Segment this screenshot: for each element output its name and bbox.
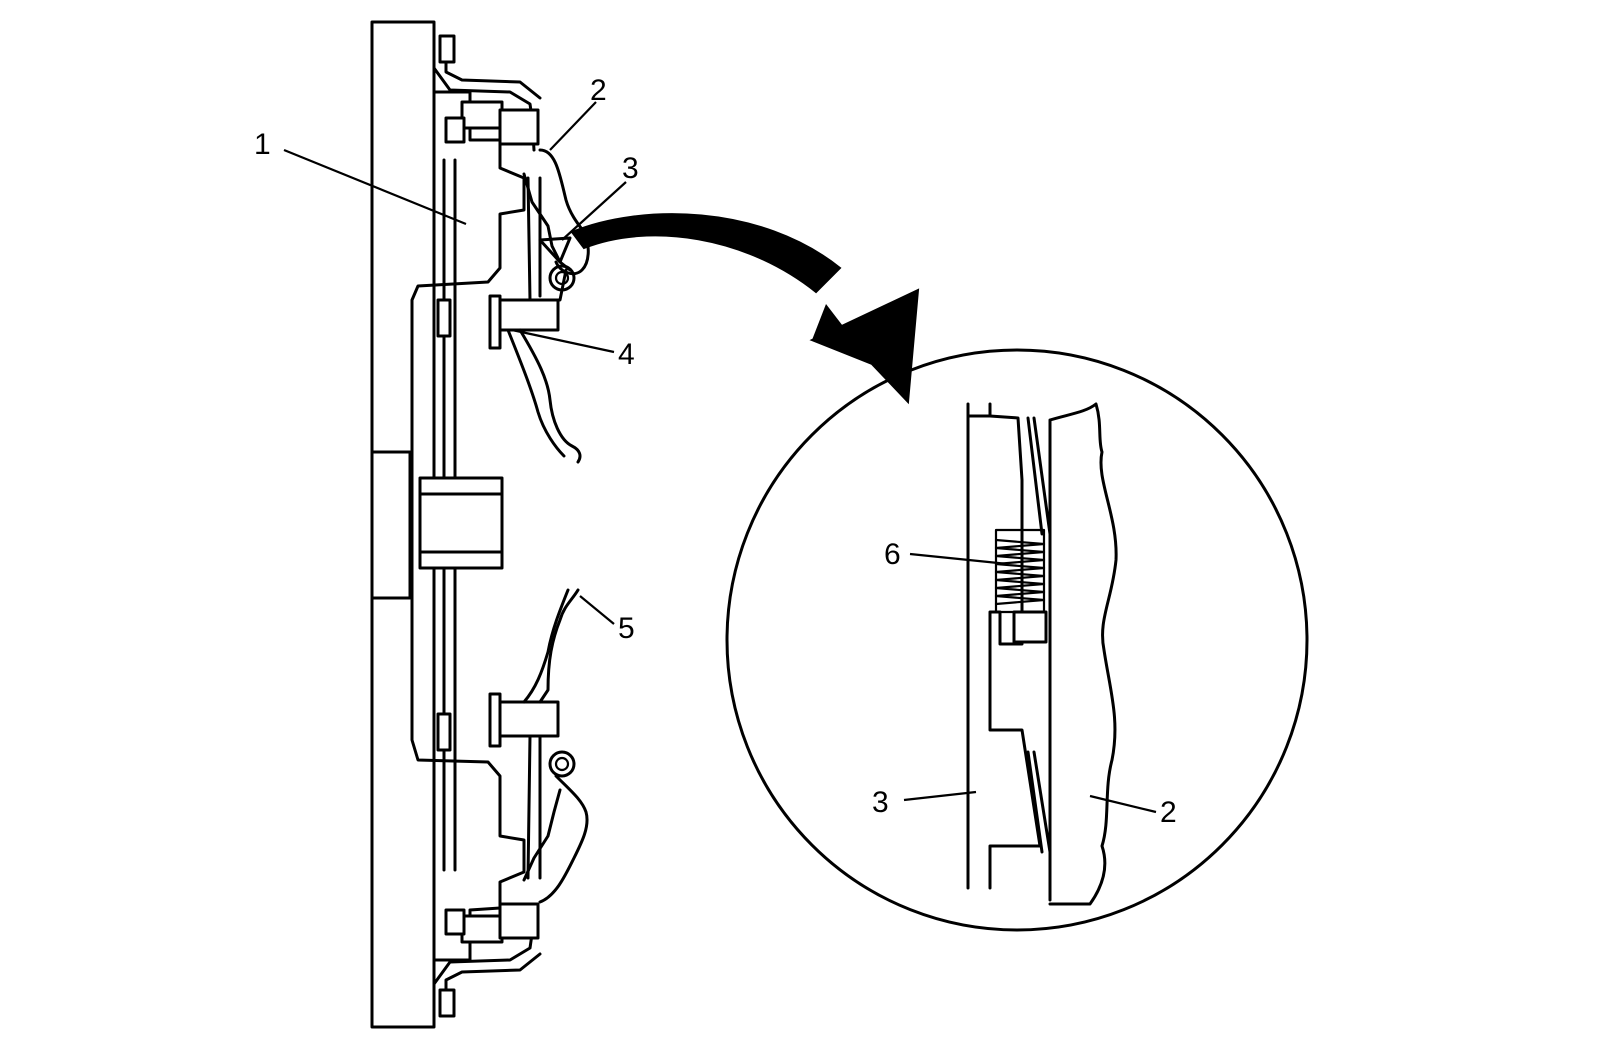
detail-component-2 [1048, 402, 1118, 906]
callout-1: 1 [254, 128, 271, 161]
leader-3 [561, 181, 627, 241]
detail-spring-6 [994, 528, 1048, 644]
rivet-top [444, 100, 540, 146]
leader-1 [283, 148, 467, 226]
detail-callout-3: 3 [872, 786, 889, 819]
center-hub [418, 466, 504, 582]
leader-2 [549, 101, 597, 151]
rivet-bottom [444, 902, 540, 944]
detail-arrow [570, 213, 920, 405]
leader-4 [511, 328, 615, 354]
leader-lines [283, 101, 1157, 814]
flywheel-hub [370, 450, 412, 600]
callout-4: 4 [618, 338, 635, 371]
leader-detail-3 [903, 790, 977, 802]
callout-6: 6 [884, 538, 901, 571]
callout-2: 2 [590, 74, 607, 107]
pressure-plate [410, 90, 526, 962]
release-lever-bottom [496, 700, 560, 738]
spring-finger-upper [518, 328, 582, 464]
detail-circle [725, 348, 1309, 932]
diaphragm-spring-bottom [538, 774, 589, 904]
leader-detail-2 [1089, 794, 1157, 814]
leader-6 [909, 552, 1009, 566]
detail-callout-2: 2 [1160, 796, 1177, 829]
callout-labels: 1 2 3 4 5 6 3 2 [254, 74, 1177, 829]
detail-view [725, 348, 1309, 932]
clutch-assembly-section [370, 20, 590, 1029]
detail-component-3 [966, 402, 1042, 890]
spring-finger-lower [538, 588, 580, 704]
bolt-top-outer [438, 34, 456, 1018]
retaining-cone-top [538, 236, 572, 264]
leader-5 [579, 595, 615, 625]
callout-3: 3 [622, 152, 639, 185]
callout-5: 5 [618, 612, 635, 645]
